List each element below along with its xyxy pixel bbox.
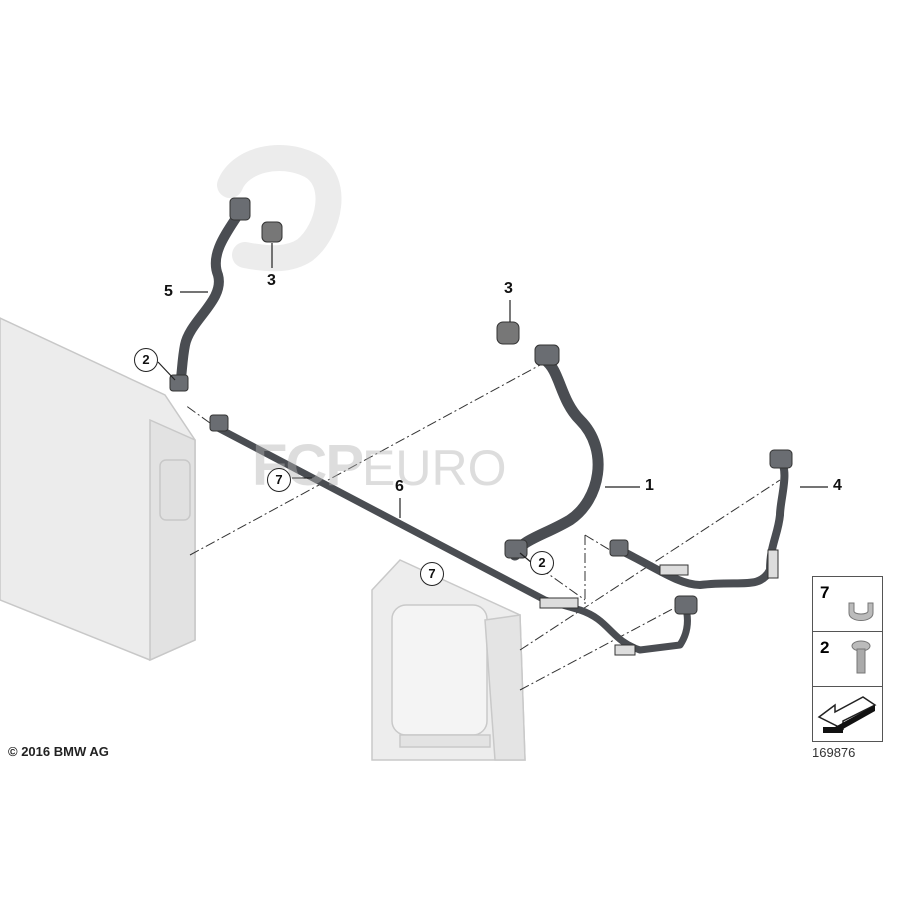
hose-5 xyxy=(175,210,243,390)
callout-6: 6 xyxy=(395,478,404,495)
center-radiator xyxy=(371,559,526,761)
legend-item-arrow xyxy=(813,687,882,741)
hose-6 xyxy=(214,424,691,654)
fcp-euro-watermark: FCPEURO xyxy=(252,433,507,498)
copyright-text: © 2016 BMW AG xyxy=(8,744,109,759)
callout-4: 4 xyxy=(833,477,842,494)
screw-icon xyxy=(851,640,871,674)
hoses xyxy=(175,210,789,654)
legend-item-screw: 2 xyxy=(813,632,882,687)
callout-7-lower: 7 xyxy=(420,562,444,586)
hose-4 xyxy=(616,456,789,589)
callout-3-middle: 3 xyxy=(504,280,513,297)
legend-number: 7 xyxy=(820,583,830,602)
callout-5: 5 xyxy=(164,283,173,300)
hose-1 xyxy=(509,354,604,561)
callout-3-upper: 3 xyxy=(267,272,276,289)
connectors xyxy=(169,197,793,656)
diagram-reference-number: 169876 xyxy=(812,745,856,760)
callout-7-left: 7 xyxy=(267,468,291,492)
legend-item-clip: 7 xyxy=(813,577,882,632)
left-radiator xyxy=(0,317,196,662)
parts-legend: 7 2 xyxy=(812,576,883,742)
upper-hose-ghost xyxy=(217,145,342,272)
callout-1: 1 xyxy=(645,477,654,494)
clip-icon xyxy=(848,602,874,621)
watermark-suffix: EURO xyxy=(362,440,507,496)
legend-number: 2 xyxy=(820,638,830,657)
callout-2-middle: 2 xyxy=(530,551,554,575)
direction-arrow-icon xyxy=(817,696,877,733)
callout-leaders xyxy=(157,243,828,564)
callout-2-left: 2 xyxy=(134,348,158,372)
